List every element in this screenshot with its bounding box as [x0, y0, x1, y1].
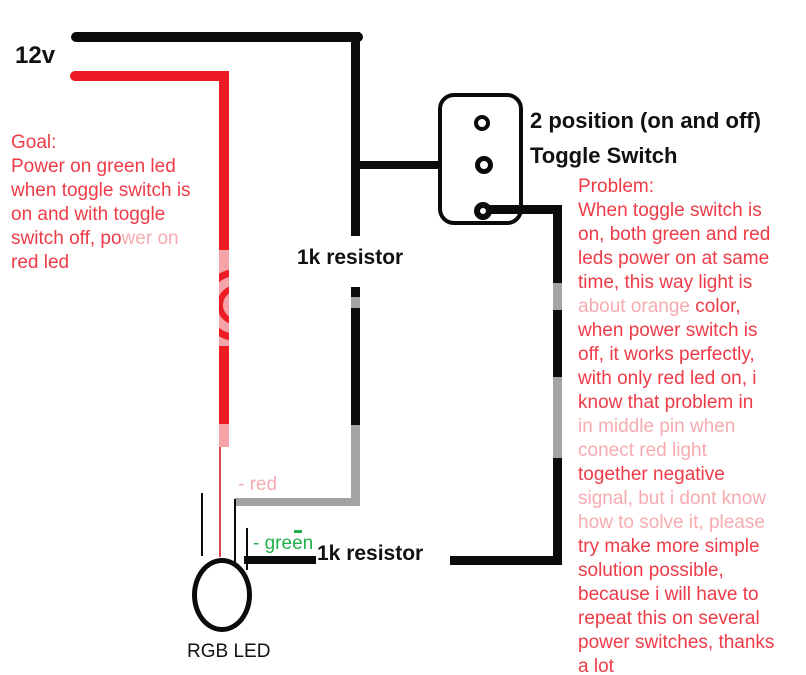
problem-text: know that problem in: [578, 392, 754, 413]
led-leg-1: [201, 493, 203, 556]
wire-bottom-horizontal-left: [244, 556, 316, 564]
wire-red-vertical: [219, 346, 229, 424]
resistor-label-bottom: 1k resistor: [317, 542, 424, 565]
problem-line: about orange color,: [578, 295, 774, 319]
wire-bottom-horizontal-right: [450, 556, 562, 565]
wire-right-vertical-faded-segment: [553, 377, 562, 458]
wire-12v-black-horizontal: [71, 32, 363, 42]
goal-line: on and with toggle: [11, 203, 191, 227]
problem-line: with only red led on, i: [578, 367, 774, 391]
problem-line: together negative: [578, 463, 774, 487]
problem-text: solution possible,: [578, 560, 724, 581]
wire-red-horizontal: [70, 71, 229, 81]
problem-line: time, this way light is: [578, 271, 774, 295]
goal-text: on and with toggle: [11, 204, 166, 225]
wire-black-vertical-lower: [351, 308, 360, 425]
problem-line: in middle pin when: [578, 415, 774, 439]
problem-text: off, it works perfectly,: [578, 344, 755, 365]
wire-right-vertical-faded-notch: [553, 283, 562, 310]
wire-to-middle-pin: [355, 161, 486, 169]
wire-horizontal-faded-to-led: [235, 498, 360, 506]
problem-text: try make more simple: [578, 536, 760, 557]
toggle-switch-pin-middle: [475, 156, 493, 174]
led-red-hairline-wire: [219, 447, 221, 557]
problem-annotation: Problem: When toggle switch is on, both gr…: [578, 175, 774, 675]
problem-text-faded: in middle pin when: [578, 416, 736, 437]
problem-text-faded: signal, but i dont know: [578, 488, 767, 509]
switch-title-line1: 2 position (on and off): [530, 108, 761, 133]
led-leg-2: [234, 499, 236, 570]
supply-voltage-label: 12v: [15, 42, 56, 69]
goal-line: Goal:: [11, 131, 191, 155]
goal-text-faded: wer on: [121, 228, 179, 249]
problem-line: try make more simple: [578, 535, 774, 559]
problem-text-faded: conect red light: [578, 440, 707, 461]
wire-right-vertical: [553, 310, 562, 377]
problem-text: because i will have to: [578, 584, 759, 605]
problem-line: leds power on at same: [578, 247, 774, 271]
problem-text: color,: [690, 296, 741, 317]
goal-text: when toggle switch is: [11, 180, 191, 201]
problem-text: when power switch is: [578, 320, 758, 341]
problem-text-faded: about orange: [578, 296, 690, 317]
problem-text: leds power on at same: [578, 248, 770, 269]
wire-right-vertical: [553, 205, 562, 283]
goal-line: Power on green led: [11, 155, 191, 179]
problem-line: on, both green and red: [578, 223, 774, 247]
wire-bottom-pin-horizontal: [487, 205, 562, 214]
problem-text: repeat this on several: [578, 608, 760, 629]
problem-text: time, this way light is: [578, 272, 753, 293]
problem-line: power switches, thanks: [578, 631, 774, 655]
goal-annotation: Goal: Power on green led when toggle switc…: [11, 131, 191, 275]
watermark-rings-over-red-wire: [219, 265, 229, 346]
problem-text: together negative: [578, 464, 725, 485]
problem-line: When toggle switch is: [578, 199, 774, 223]
goal-line: switch off, power on: [11, 227, 191, 251]
rgb-led-ellipse: [192, 558, 252, 632]
problem-line: when power switch is: [578, 319, 774, 343]
wire-red-vertical-faded-segment: [219, 250, 229, 265]
problem-text: When toggle switch is: [578, 200, 762, 221]
problem-line: solution possible,: [578, 559, 774, 583]
goal-text: red led: [11, 252, 70, 273]
led-leg-3: [246, 528, 248, 570]
rgb-led-label: RGB LED: [187, 641, 271, 662]
resistor-label-top: 1k resistor: [297, 246, 404, 269]
problem-line: how to solve it, please: [578, 511, 774, 535]
problem-line: off, it works perfectly,: [578, 343, 774, 367]
goal-text: Power on green led: [11, 156, 176, 177]
problem-line: conect red light: [578, 439, 774, 463]
wire-black-vertical-lower-faded-notch: [351, 297, 360, 308]
problem-line: Problem:: [578, 175, 774, 199]
problem-text: a lot: [578, 656, 614, 675]
led-pin-red-label: - red: [238, 474, 278, 495]
watermark-ring-outer: [219, 269, 229, 341]
green-stray-mark: [294, 530, 302, 533]
problem-text: power switches, thanks: [578, 632, 775, 653]
goal-line: when toggle switch is: [11, 179, 191, 203]
problem-text: Problem:: [578, 176, 655, 197]
wire-black-vertical-upper: [351, 32, 360, 236]
wire-red-vertical-faded-segment: [219, 424, 229, 447]
goal-text: switch off, po: [11, 228, 122, 249]
problem-line: signal, but i dont know: [578, 487, 774, 511]
problem-line: know that problem in: [578, 391, 774, 415]
toggle-switch-pin-top: [474, 115, 490, 131]
goal-text: Goal:: [11, 132, 57, 153]
problem-text-faded: how to solve it, please: [578, 512, 765, 533]
wire-right-vertical: [553, 458, 562, 564]
wire-vertical-faded-by-watermark: [351, 425, 360, 506]
problem-text: on, both green and red: [578, 224, 771, 245]
problem-line: repeat this on several: [578, 607, 774, 631]
wire-red-vertical: [219, 71, 229, 250]
wire-black-vertical-lower: [351, 287, 360, 297]
switch-title: 2 position (on and off) Toggle Switch: [530, 103, 761, 173]
goal-line: red led: [11, 251, 191, 275]
led-pin-green-label: - green: [253, 533, 314, 554]
problem-text: with only red led on, i: [578, 368, 757, 389]
switch-title-line2: Toggle Switch: [530, 143, 678, 168]
problem-line: because i will have to: [578, 583, 774, 607]
problem-line: a lot: [578, 655, 774, 675]
